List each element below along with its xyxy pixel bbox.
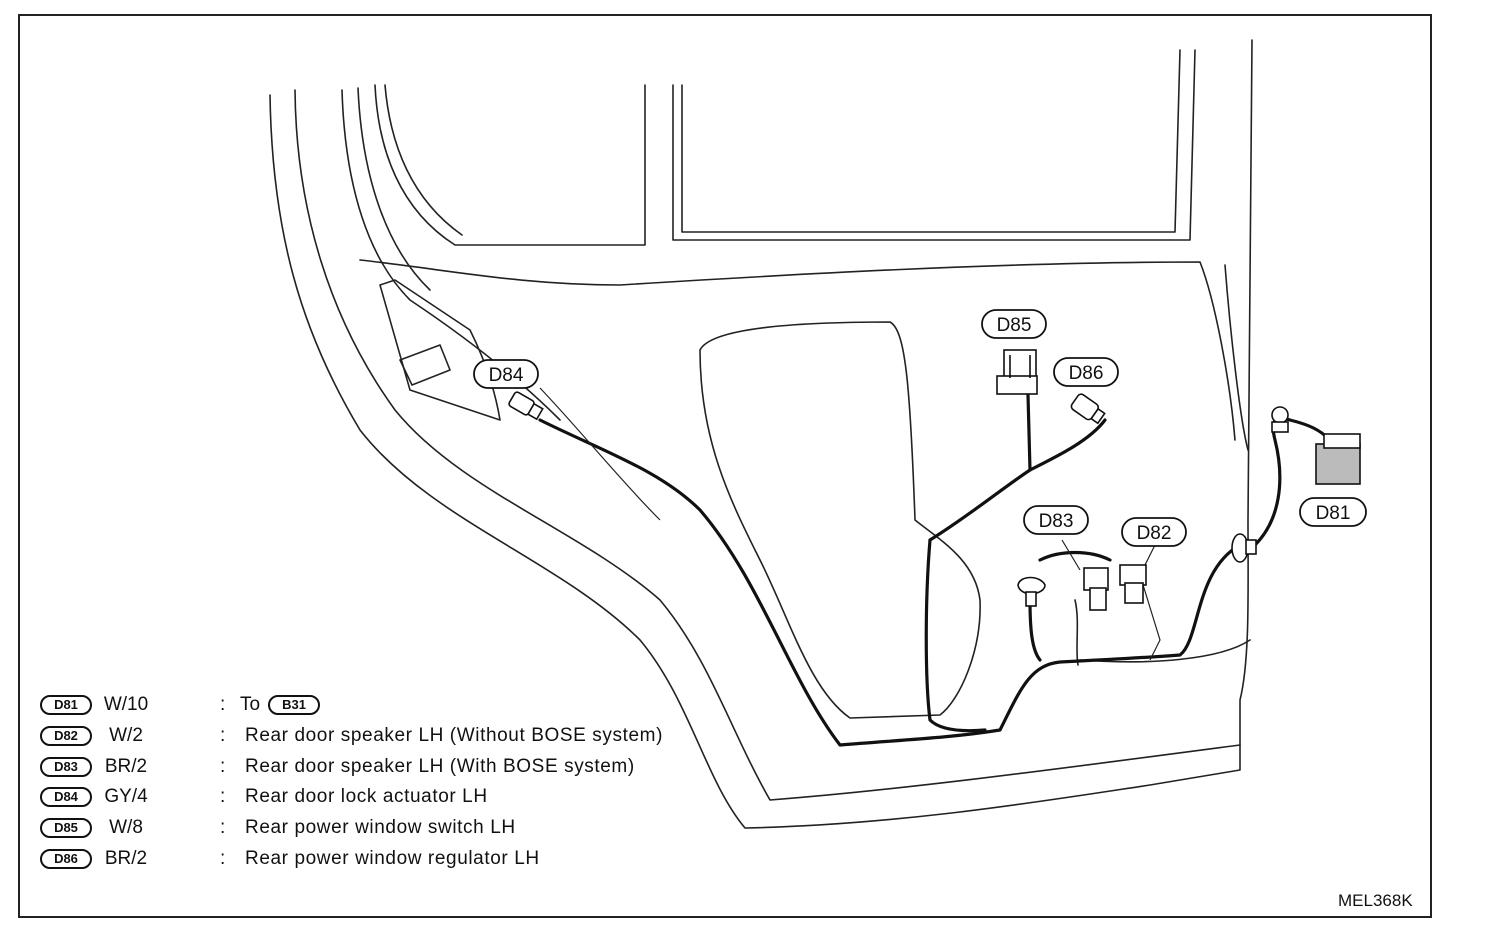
harness-branch-d85: [1026, 393, 1032, 472]
legend-description-text: To: [240, 694, 261, 715]
door-outer-line-2: [294, 89, 1241, 801]
window-sash-rear-2: [681, 49, 1181, 233]
callout-d86-label: D86: [1069, 363, 1104, 384]
callout-d81: D81: [1299, 497, 1367, 527]
reference-badge: B31: [268, 694, 321, 715]
d82-connector: [1119, 564, 1147, 604]
door-outer-line: [269, 39, 1253, 829]
d86-connector: [1070, 393, 1106, 425]
speaker-boss: [1074, 599, 1079, 666]
wire-spec: W/10: [103, 694, 149, 715]
connector-badge: D82: [40, 725, 92, 746]
separator: :: [220, 694, 226, 715]
window-sash-front: [374, 84, 646, 246]
legend-description: Rear power window switch LH: [245, 817, 516, 839]
leader-d83: [1061, 539, 1081, 571]
callout-d81-label: D81: [1316, 503, 1351, 524]
d81-connector: [1315, 433, 1361, 485]
connector-badge: D81: [40, 695, 92, 715]
window-sash-front-2: [384, 84, 463, 236]
leader-d82: [1139, 544, 1161, 661]
separator: :: [220, 724, 226, 746]
callout-d82-label: D82: [1137, 523, 1172, 544]
callout-d86: D86: [1053, 357, 1119, 387]
d83-connector: [1083, 567, 1109, 611]
callout-d85-label: D85: [997, 315, 1032, 336]
legend-description: Rear power window regulator LH: [245, 847, 540, 869]
legend-description: To B31: [240, 694, 321, 716]
harness-speaker-loop: [1038, 550, 1112, 562]
grommet-rear: [1231, 533, 1257, 563]
wire-spec: BR/2: [104, 847, 148, 869]
rear-lower-edge: [1079, 639, 1251, 663]
callout-d84: D84: [473, 359, 539, 389]
separator: :: [220, 847, 226, 869]
separator: :: [220, 755, 226, 777]
wire-spec: BR/2: [104, 755, 148, 777]
leader-d84: [539, 387, 661, 521]
window-sash-rear: [672, 49, 1196, 241]
front-panel-cutout: [379, 279, 501, 421]
connector-badge: D85: [40, 818, 92, 839]
callout-d82: D82: [1121, 517, 1187, 547]
legend-description: Rear door speaker LH (With BOSE system): [245, 755, 635, 777]
callout-d84-label: D84: [489, 365, 524, 386]
grommet-d81: [1271, 406, 1289, 433]
legend-description: Rear door lock actuator LH: [245, 786, 488, 808]
harness-vertical: [924, 538, 987, 733]
door-inner-frame-2: [357, 87, 431, 291]
separator: :: [220, 817, 226, 839]
wire-spec: W/2: [109, 724, 143, 746]
beltline-trim: [1224, 264, 1249, 451]
separator: :: [220, 786, 226, 808]
wire-spec: GY/4: [104, 786, 148, 808]
service-hole: [699, 321, 981, 719]
callout-d85: D85: [981, 309, 1047, 339]
connector-badge: D84: [40, 787, 92, 808]
harness-main: [538, 418, 1242, 747]
d84-connector: [508, 391, 544, 421]
d85-connector: [996, 349, 1038, 395]
belt-line: [359, 259, 1236, 441]
connector-badge: D83: [40, 756, 92, 777]
grommet-clip: [1017, 576, 1046, 607]
harness-d83: [1028, 598, 1042, 662]
diagram-frame: [18, 14, 1432, 918]
wire-spec: W/8: [109, 817, 143, 839]
figure-code: MEL368K: [1338, 891, 1413, 910]
callout-d83: D83: [1023, 505, 1089, 535]
legend-description: Rear door speaker LH (Without BOSE syste…: [245, 724, 664, 746]
tape-patch: [399, 344, 451, 386]
callout-d83-label: D83: [1039, 511, 1074, 532]
connector-badge: D86: [40, 848, 92, 869]
